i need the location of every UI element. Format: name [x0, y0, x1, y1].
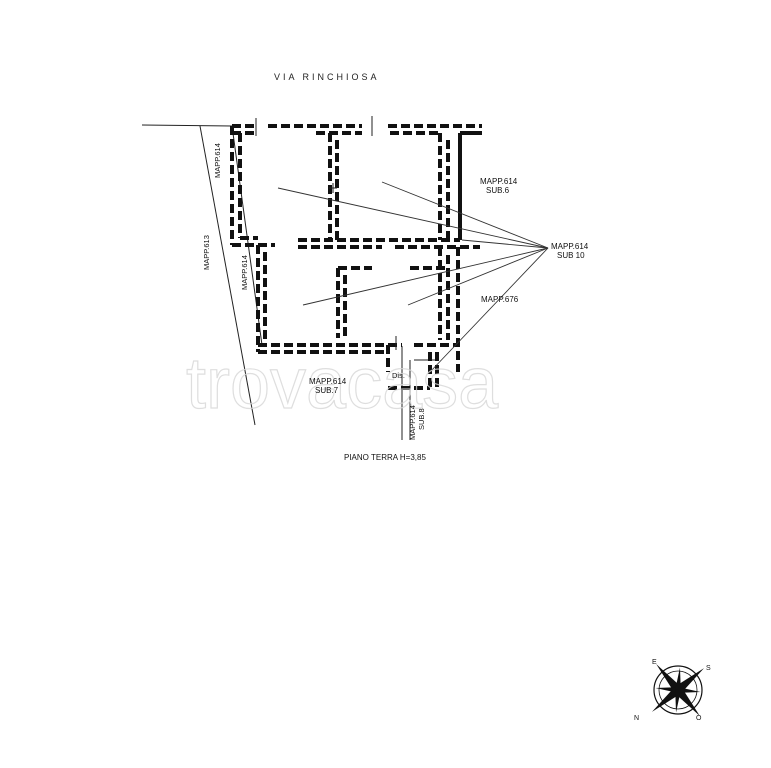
leader-lines — [277, 181, 549, 373]
compass-o: O — [696, 715, 702, 722]
label-mapp614-sub10-line1: MAPP.614 — [551, 242, 589, 251]
walls — [230, 124, 482, 390]
label-mapp614-sub6-line2: SUB.6 — [486, 186, 510, 195]
label-mapp614-sub6-line1: MAPP.614 — [480, 177, 518, 186]
label-dis: Dis. — [392, 371, 405, 380]
label-mapp614-top: MAPP.614 — [213, 143, 222, 178]
label-mapp613: MAPP.613 — [202, 235, 211, 270]
label-mapp614-mid: MAPP.614 — [240, 255, 249, 290]
label-mapp614-sub8-line1: MAPP.614 — [408, 405, 417, 440]
label-mapp614-sub10-line2: SUB 10 — [557, 251, 585, 260]
floor-label: PIANO TERRA H=3,85 — [344, 453, 426, 462]
label-mapp614-sub8-line2: SUB.8 — [417, 408, 426, 430]
compass-n: N — [634, 715, 639, 722]
compass-rose-icon: N S E O — [634, 659, 711, 722]
label-mapp614-sub7-line2: SUB.7 — [315, 386, 339, 395]
label-mapp676: MAPP.676 — [481, 295, 519, 304]
property-boundaries — [141, 124, 438, 440]
compass-e: E — [652, 659, 657, 666]
compass-s: S — [706, 665, 711, 672]
label-mapp614-sub7-line1: MAPP.614 — [309, 377, 347, 386]
watermark-logo: trovacasa — [186, 344, 499, 424]
door-marks — [255, 116, 397, 350]
street-name: VIA RINCHIOSA — [274, 72, 380, 82]
